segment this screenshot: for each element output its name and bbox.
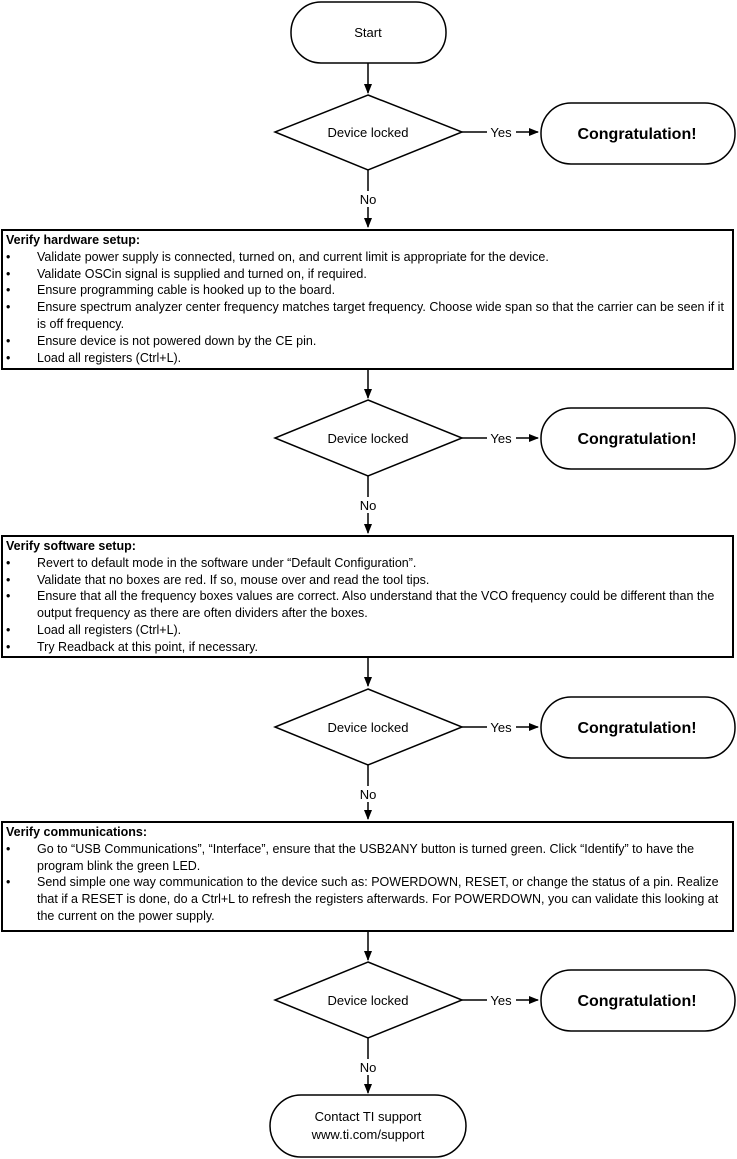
box-title: Verify hardware setup: bbox=[6, 233, 141, 247]
list-item: Ensure programming cable is hooked up to… bbox=[6, 282, 726, 299]
decision-label: Device locked bbox=[328, 993, 409, 1008]
no-label: No bbox=[360, 787, 377, 802]
step-list: Validate power supply is connected, turn… bbox=[6, 249, 726, 367]
list-item: Ensure that all the frequency boxes valu… bbox=[6, 588, 726, 622]
congratulation-terminal bbox=[540, 407, 736, 470]
congratulation-terminal bbox=[540, 696, 736, 759]
congratulation-label: Congratulation! bbox=[577, 993, 696, 1010]
list-item: Ensure device is not powered down by the… bbox=[6, 333, 726, 350]
verify-communications-box: Verify communications: Go to “USB Commun… bbox=[1, 821, 734, 932]
no-label: No bbox=[360, 498, 377, 513]
yes-label: Yes bbox=[490, 720, 512, 735]
list-item: Ensure spectrum analyzer center frequenc… bbox=[6, 299, 726, 333]
decision-label: Device locked bbox=[328, 431, 409, 446]
list-item: Validate OSCin signal is supplied and tu… bbox=[6, 266, 726, 283]
end-terminal bbox=[269, 1094, 467, 1158]
no-label: No bbox=[360, 192, 377, 207]
end-label-line1: Contact TI support bbox=[315, 1109, 422, 1124]
list-item: Validate power supply is connected, turn… bbox=[6, 249, 726, 266]
list-item: Go to “USB Communications”, “Interface”,… bbox=[6, 841, 726, 875]
congratulation-terminal bbox=[540, 969, 736, 1032]
yes-label: Yes bbox=[490, 993, 512, 1008]
list-item: Revert to default mode in the software u… bbox=[6, 555, 726, 572]
congratulation-label: Congratulation! bbox=[577, 431, 696, 448]
decision-label: Device locked bbox=[328, 720, 409, 735]
box-title: Verify software setup: bbox=[6, 539, 136, 553]
end-label-line2: www.ti.com/support bbox=[311, 1127, 425, 1142]
no-label: No bbox=[360, 1060, 377, 1075]
step-list: Revert to default mode in the software u… bbox=[6, 555, 726, 656]
verify-hardware-setup-box: Verify hardware setup: Validate power su… bbox=[1, 229, 734, 370]
list-item: Validate that no boxes are red. If so, m… bbox=[6, 572, 726, 589]
list-item: Try Readback at this point, if necessary… bbox=[6, 639, 726, 656]
yes-label: Yes bbox=[490, 431, 512, 446]
yes-label: Yes bbox=[490, 125, 512, 140]
list-item: Load all registers (Ctrl+L). bbox=[6, 622, 726, 639]
congratulation-label: Congratulation! bbox=[577, 720, 696, 737]
list-item: Send simple one way communication to the… bbox=[6, 874, 726, 924]
step-list: Go to “USB Communications”, “Interface”,… bbox=[6, 841, 726, 925]
congratulation-label: Congratulation! bbox=[577, 126, 696, 143]
start-label: Start bbox=[354, 25, 382, 40]
verify-software-setup-box: Verify software setup: Revert to default… bbox=[1, 535, 734, 658]
box-title: Verify communications: bbox=[6, 825, 148, 839]
list-item: Load all registers (Ctrl+L). bbox=[6, 350, 726, 367]
congratulation-terminal bbox=[540, 102, 736, 165]
decision-label: Device locked bbox=[328, 125, 409, 140]
